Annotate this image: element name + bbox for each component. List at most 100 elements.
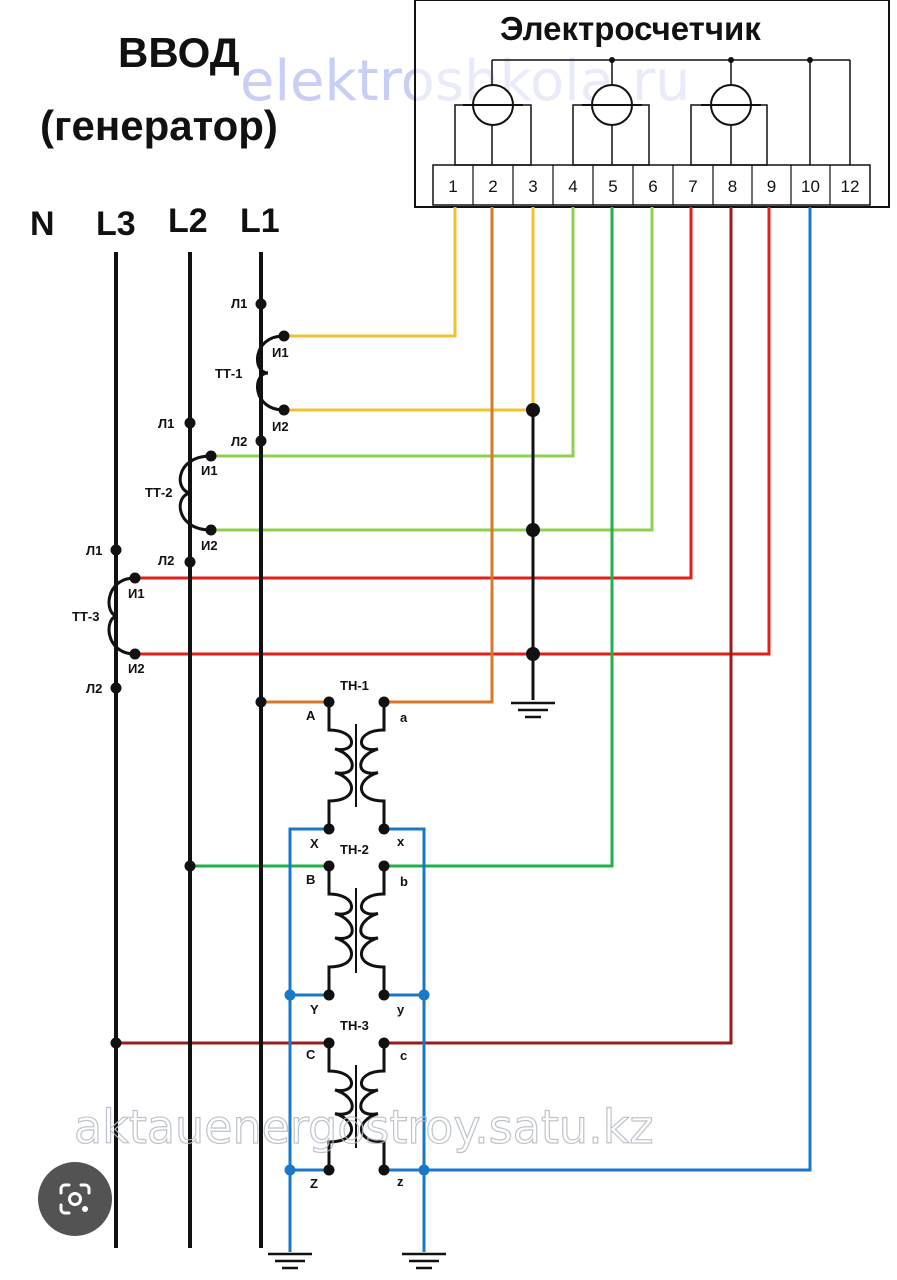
- tn3-primary-coil-icon: [327, 1043, 354, 1170]
- junction-dot-blue: [418, 989, 430, 1001]
- tt2-name: ТТ-2: [145, 485, 172, 500]
- terminal-label: 8: [728, 177, 737, 196]
- junction-dot: [255, 298, 267, 310]
- junction-dot: [184, 556, 196, 568]
- tt3-l2-label: Л2: [86, 681, 102, 696]
- tn1-a-label: A: [306, 708, 316, 723]
- tn2-name: ТН-2: [340, 842, 369, 857]
- bus-label-l2: L2: [168, 202, 208, 240]
- junction-dot: [205, 524, 217, 536]
- wire-tt2-i1-to-t4: [211, 207, 575, 458]
- junction-dot: [323, 1164, 335, 1176]
- tn2-primary-coil-icon: [327, 866, 354, 995]
- junction-dot: [323, 989, 335, 1001]
- wire-star-secondary: [384, 827, 426, 1252]
- title-line-1: ВВОД: [118, 29, 240, 76]
- junction-dot: [378, 823, 390, 835]
- terminal-label: 6: [648, 177, 657, 196]
- bus-label-l1: L1: [240, 202, 280, 240]
- ground-icon: [268, 1252, 312, 1270]
- junction-dot: [255, 696, 267, 708]
- junction-dot: [323, 823, 335, 835]
- junction-dot: [378, 989, 390, 1001]
- tt3-i1-label: И1: [128, 586, 145, 601]
- tt3-name: ТТ-3: [72, 609, 99, 624]
- junction-dot: [526, 403, 540, 417]
- tn1-a-sec-label: a: [400, 710, 408, 725]
- wire-neutral-to-t10: [424, 207, 812, 1172]
- junction-dot-blue: [418, 1164, 430, 1176]
- junction-dot: [526, 523, 540, 537]
- junction-dot: [255, 435, 267, 447]
- tn3-c-sec-label: c: [400, 1048, 407, 1063]
- tt2-i2-label: И2: [201, 538, 218, 553]
- tn3-c-label: C: [306, 1047, 316, 1062]
- wire-tn2-b-to-t5: [384, 207, 614, 868]
- wire-star-primary: [288, 827, 329, 1252]
- junction-dot: [184, 860, 196, 872]
- junction-dot: [278, 330, 290, 342]
- terminal-block: [432, 164, 871, 206]
- tt3-l1-label: Л1: [86, 543, 102, 558]
- tt2-coil-icon: [178, 454, 212, 532]
- bus-label-n: N: [30, 205, 55, 243]
- title-line-2: (генератор): [40, 102, 278, 149]
- tn1-x-sec-label: x: [397, 834, 405, 849]
- tn3-name: ТН-3: [340, 1018, 369, 1033]
- tn2-y-label: Y: [310, 1002, 319, 1017]
- junction-dot: [184, 417, 196, 429]
- terminal-label: 4: [568, 177, 577, 196]
- tt2-l1-label: Л1: [158, 416, 174, 431]
- terminal-label: 5: [608, 177, 617, 196]
- terminal-label: 9: [767, 177, 776, 196]
- junction-dot: [110, 682, 122, 694]
- junction-dot: [278, 404, 290, 416]
- junction-dot: [526, 647, 540, 661]
- tt2-l2-label: Л2: [158, 553, 174, 568]
- google-lens-icon: [59, 1183, 91, 1215]
- wire-tt3-i1-to-t7: [135, 207, 693, 580]
- junction-dot: [378, 1037, 390, 1049]
- junction-dot: [129, 572, 141, 584]
- tn1-x-label: X: [310, 836, 319, 851]
- terminal-label: 7: [688, 177, 697, 196]
- terminal-label: 10: [801, 177, 820, 196]
- tn2-b-label: B: [306, 872, 315, 887]
- tt1-l1-label: Л1: [231, 296, 247, 311]
- junction-dot: [205, 450, 217, 462]
- google-lens-button[interactable]: [38, 1162, 112, 1236]
- tt1-i1-label: И1: [272, 345, 289, 360]
- tt1-name: ТТ-1: [215, 366, 242, 381]
- tn1-primary-coil-icon: [327, 702, 354, 829]
- junction-dot: [378, 696, 390, 708]
- junction-dot: [378, 1164, 390, 1176]
- junction-dot: [323, 1037, 335, 1049]
- watermark-bottom: aktauenergostroy.satu.kz: [74, 1100, 654, 1154]
- tt3-coil-icon: [107, 576, 136, 656]
- junction-dot: [323, 860, 335, 872]
- tt1-coil-icon: [256, 334, 285, 412]
- meter-title: Электросчетчик: [500, 10, 761, 47]
- wire-tn3-c-to-t8: [384, 207, 733, 1045]
- tn3-secondary-coil-icon: [359, 1043, 386, 1170]
- terminal-label: 1: [448, 177, 457, 196]
- bus-label-l3: L3: [96, 205, 136, 243]
- wire-tt1-i1-to-t1: [284, 207, 457, 338]
- junction-dot-blue: [284, 989, 296, 1001]
- wire-tt2-i2-to-t6: [211, 207, 654, 532]
- tn2-b-sec-label: b: [400, 874, 408, 889]
- tn1-secondary-coil-icon: [359, 702, 386, 829]
- wire-tt3-i2-to-t9: [135, 207, 771, 656]
- tt1-i2-label: И2: [272, 419, 289, 434]
- tn3-z-sec-label: z: [397, 1174, 404, 1189]
- tt2-i1-label: И1: [201, 463, 218, 478]
- tn2-secondary-coil-icon: [359, 866, 386, 995]
- tn3-z-label: Z: [310, 1176, 318, 1191]
- junction-dot-blue: [284, 1164, 296, 1176]
- tn1-name: ТН-1: [340, 678, 369, 693]
- junction-dot: [323, 696, 335, 708]
- ground-icon: [511, 701, 555, 719]
- tn2-y-sec-label: y: [397, 1002, 405, 1017]
- ground-icon: [402, 1252, 446, 1270]
